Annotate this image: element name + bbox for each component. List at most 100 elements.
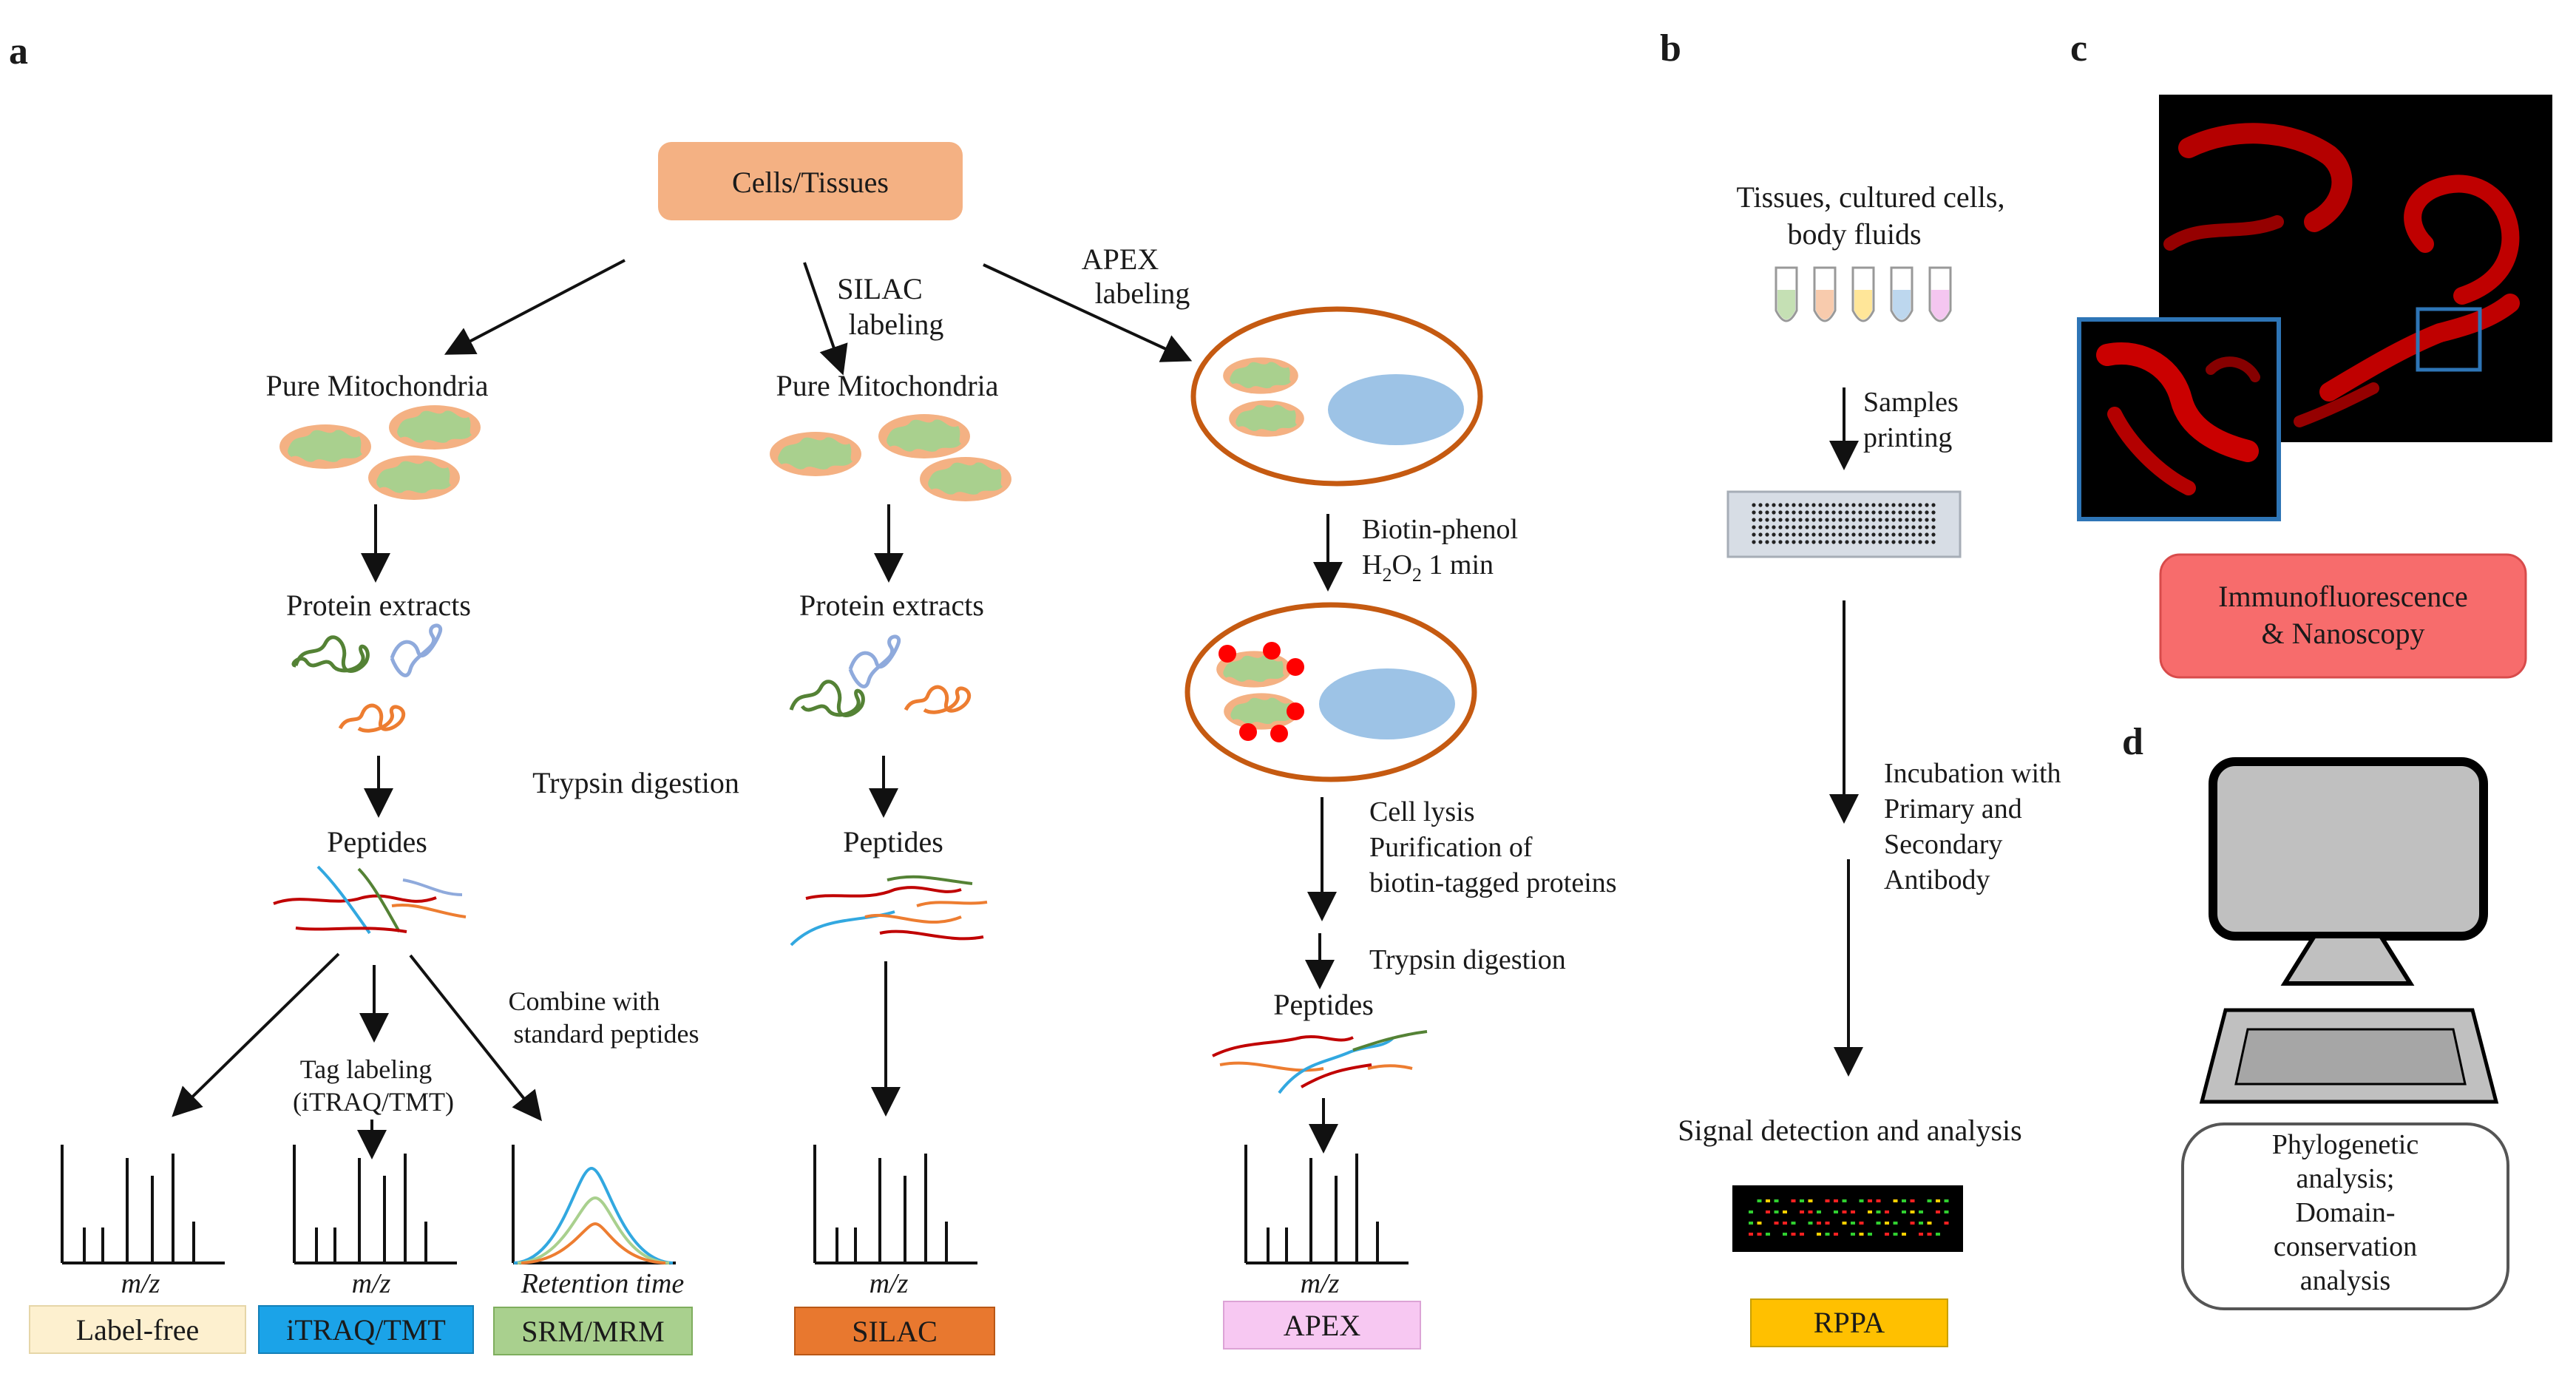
- mz-label-2: m/z: [352, 1268, 391, 1299]
- slide-spot: [1838, 510, 1843, 515]
- biotin-dots-icon: [1218, 642, 1304, 742]
- mitochondrion-icon: [389, 405, 481, 450]
- mz-label-3: m/z: [870, 1268, 909, 1299]
- slide-spot: [1758, 540, 1763, 544]
- slide-spot: [1838, 525, 1843, 529]
- method-label: APEX: [1284, 1309, 1361, 1342]
- slide-spot: [1858, 518, 1862, 522]
- slide-spot: [1772, 525, 1776, 529]
- slide-spot: [1758, 525, 1763, 529]
- slide-spot: [1752, 518, 1756, 522]
- slide-spot: [1925, 518, 1929, 522]
- readout-spot: [1791, 1199, 1796, 1202]
- slide-spot: [1931, 510, 1936, 515]
- slide-spot: [1925, 540, 1929, 544]
- slide-spot: [1918, 532, 1922, 537]
- panel-label-a: a: [9, 30, 28, 72]
- sample-tube-fill: [1854, 290, 1872, 319]
- slide-spot: [1845, 532, 1849, 537]
- panel-label-b: b: [1660, 27, 1681, 70]
- slide-spot: [1825, 525, 1829, 529]
- slide-spot: [1891, 518, 1896, 522]
- nucleus-icon: [1328, 374, 1464, 445]
- slide-spot: [1752, 525, 1756, 529]
- combine-line1: Combine with: [509, 986, 660, 1016]
- cell-lysis-line1: Cell lysis: [1369, 796, 1475, 827]
- readout-spot: [1808, 1199, 1813, 1202]
- retention-time-label: Retention time: [521, 1268, 685, 1299]
- slide-spot: [1905, 503, 1909, 507]
- slide-spot: [1818, 532, 1823, 537]
- slide-spot: [1778, 525, 1783, 529]
- slide-spot: [1885, 525, 1889, 529]
- peptide-strands-icon: [273, 865, 467, 935]
- peptides-label-1: Peptides: [327, 825, 427, 859]
- slide-spot: [1758, 518, 1763, 522]
- readout-spot: [1936, 1210, 1940, 1213]
- readout-spot: [1851, 1222, 1855, 1225]
- slide-spot: [1918, 503, 1922, 507]
- slide-spot: [1851, 525, 1856, 529]
- readout-spot: [1791, 1222, 1796, 1225]
- slide-spot: [1772, 510, 1776, 515]
- panel-d: Phylogenetic analysis; Domain- conservat…: [2181, 757, 2509, 1310]
- slide-spot: [1765, 540, 1769, 544]
- slide-spot: [1865, 503, 1869, 507]
- readout-spot: [1817, 1233, 1821, 1236]
- readout-spot: [1885, 1233, 1889, 1236]
- sample-tube-fill: [1893, 290, 1911, 319]
- readout-spot: [1910, 1210, 1915, 1213]
- slide-spot: [1831, 503, 1836, 507]
- rppa-readout-icon: [1732, 1185, 1963, 1252]
- slide-spot: [1851, 518, 1856, 522]
- incubation-line3: Secondary: [1884, 829, 2002, 860]
- slide-spot: [1785, 510, 1789, 515]
- slide-spot: [1818, 525, 1823, 529]
- panel-label-c: c: [2070, 27, 2087, 70]
- readout-spot: [1766, 1199, 1770, 1202]
- slide-spot: [1871, 518, 1876, 522]
- readout-spot: [1757, 1199, 1762, 1202]
- immunofluorescence-line2: & Nanoscopy: [2261, 617, 2424, 650]
- mitochondrion-icon: [920, 457, 1011, 501]
- slide-spot: [1931, 525, 1936, 529]
- pure-mito-label-2: Pure Mitochondria: [776, 369, 998, 402]
- slide-spot: [1765, 532, 1769, 537]
- immunofluorescence-method-box: [2159, 553, 2527, 679]
- readout-spot: [1749, 1222, 1753, 1225]
- chromatogram-peak-orange: [521, 1222, 666, 1264]
- nucleus-icon: [1319, 668, 1455, 739]
- slide-spot: [1752, 540, 1756, 544]
- readout-spot: [1791, 1233, 1796, 1236]
- readout-spot: [1834, 1210, 1838, 1213]
- mitochondrion-icon: [1229, 400, 1304, 437]
- rppa-method-box: [1750, 1298, 1948, 1347]
- slide-spot: [1785, 532, 1789, 537]
- slide-spot: [1785, 540, 1789, 544]
- slide-spot: [1818, 510, 1823, 515]
- arrow-to-apex-branch: [983, 263, 1193, 362]
- sample-tube-fill: [1931, 290, 1949, 319]
- slide-spot: [1811, 503, 1816, 507]
- readout-spot: [1927, 1233, 1932, 1236]
- slide-spot: [1918, 525, 1922, 529]
- slide-spot: [1911, 532, 1916, 537]
- mitochondrion-icon: [878, 414, 970, 458]
- readout-spot: [1774, 1199, 1779, 1202]
- readout-spot: [1936, 1199, 1940, 1202]
- readout-spot: [1902, 1199, 1906, 1202]
- slide-spot: [1898, 532, 1902, 537]
- slide-spot: [1931, 540, 1936, 544]
- slide-spot: [1798, 532, 1803, 537]
- slide-spot: [1905, 525, 1909, 529]
- readout-spots: [1749, 1199, 1949, 1236]
- slide-spot: [1911, 510, 1916, 515]
- slide-spot: [1778, 503, 1783, 507]
- readout-spot: [1800, 1233, 1804, 1236]
- slide-spot: [1792, 503, 1796, 507]
- readout-spot: [1825, 1199, 1830, 1202]
- method-box-silac: [794, 1307, 995, 1355]
- slide-spot: [1818, 503, 1823, 507]
- slide-spot: [1845, 510, 1849, 515]
